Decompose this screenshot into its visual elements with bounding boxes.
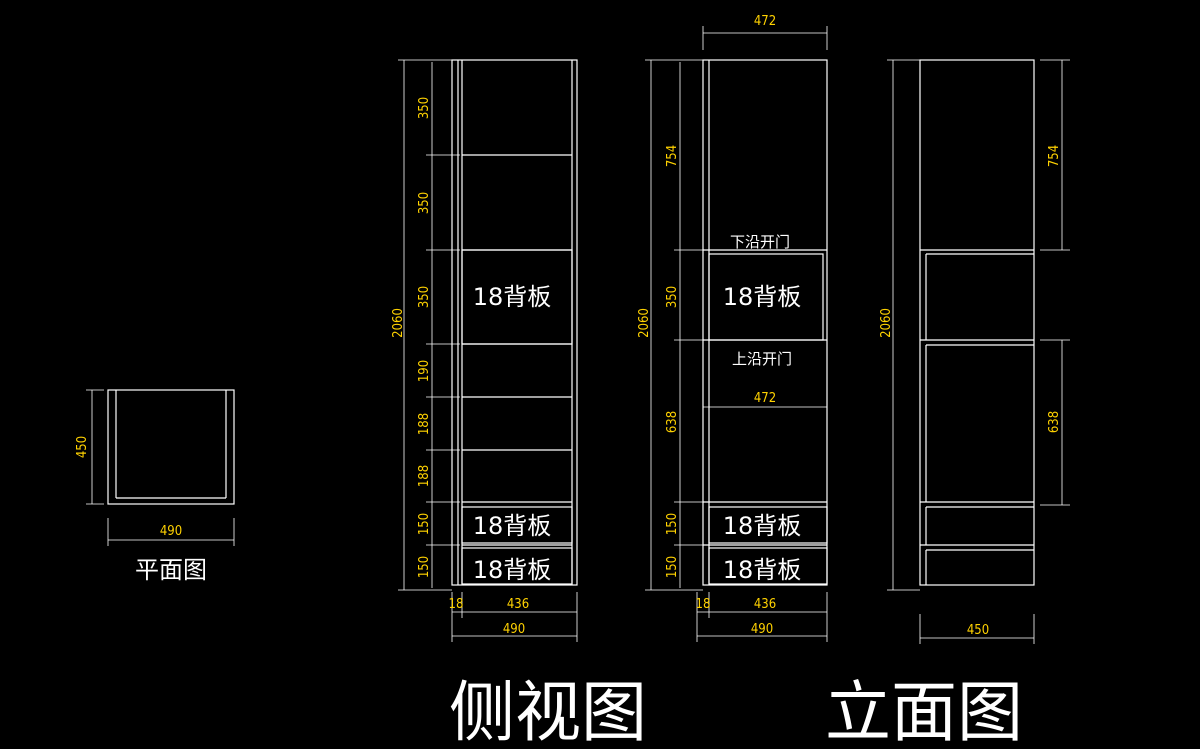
inner-width-dim: 436 [507,597,529,612]
spacing-dim: 150 [417,513,432,535]
plan-width-dim: 490 [160,524,182,539]
elevation-total-height: 2060 [879,308,894,338]
plan-outline [107,389,235,505]
spacing-dim: 638 [665,411,680,433]
front-view: 下沿开门 18背板 上沿开门 18背板 18背板 472 472 2060 75… [637,14,828,642]
side-view-title: 侧视图 [449,674,647,749]
spacing-dim: 188 [417,465,432,487]
total-width-dim: 490 [503,622,525,637]
spacing-dim: 638 [1047,411,1062,433]
back-panel-label: 18背板 [473,283,552,311]
back-panel-label: 18背板 [473,556,552,584]
spacing-dim: 350 [417,192,432,214]
panel-thickness-dim: 18 [696,597,711,612]
side-total-height: 2060 [391,308,406,338]
spacing-dim: 190 [417,360,432,382]
mid-width-dim: 472 [754,391,776,406]
spacing-dim: 150 [665,513,680,535]
total-width-dim: 490 [751,622,773,637]
elevation-view: 2060 754 638 450 [879,59,1070,644]
spacing-dim: 754 [665,145,680,167]
front-outline [702,59,828,586]
inner-width-dim: 436 [754,597,776,612]
spacing-dim: 350 [665,286,680,308]
side-outline [451,59,578,586]
front-total-height: 2060 [637,308,652,338]
door-down-label: 下沿开门 [730,233,790,251]
elevation-title: 立面图 [825,674,1023,749]
spacing-dim: 188 [417,413,432,435]
elevation-width-dim: 450 [967,623,989,638]
spacing-dim: 150 [417,556,432,578]
elevation-outline [919,59,1035,586]
spacing-dim: 350 [417,97,432,119]
spacing-dim: 350 [417,286,432,308]
back-panel-label: 18背板 [473,512,552,540]
back-panel-label: 18背板 [723,512,802,540]
back-panel-label: 18背板 [723,283,802,311]
panel-thickness-dim: 18 [449,597,464,612]
plan-view: 450 490 平面图 [75,389,235,584]
side-view: 18背板 18背板 18背板 2060 350 350 350 190 188 … [391,59,578,642]
top-width-dim: 472 [754,14,776,29]
door-up-label: 上沿开门 [732,350,792,368]
plan-view-title: 平面图 [135,556,207,584]
spacing-dim: 150 [665,556,680,578]
back-panel-label: 18背板 [723,556,802,584]
spacing-dim: 754 [1047,145,1062,167]
plan-depth-dim: 450 [75,436,90,458]
